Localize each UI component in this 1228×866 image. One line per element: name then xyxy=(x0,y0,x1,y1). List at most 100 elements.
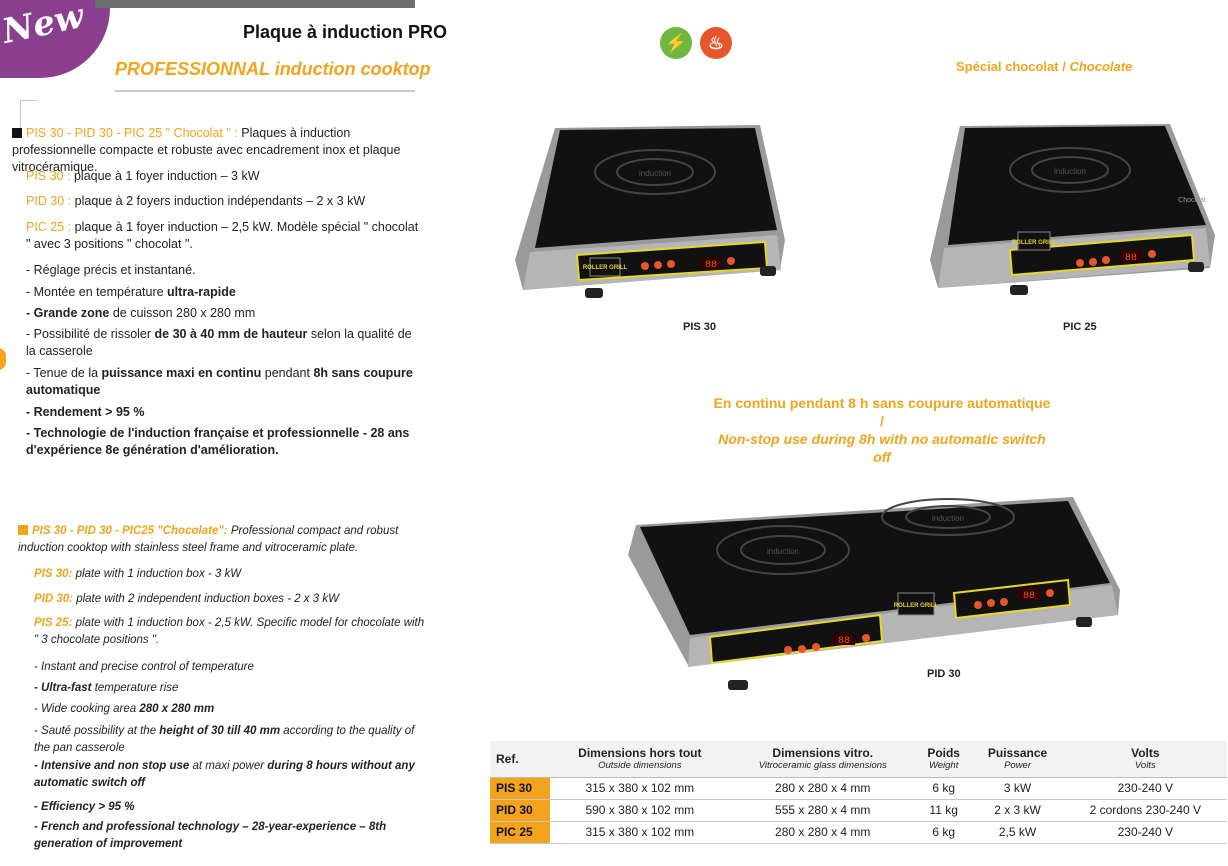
header-sub: Outside dimensions xyxy=(598,760,682,772)
heat-icon: ♨ xyxy=(700,27,732,59)
divider xyxy=(20,100,38,101)
caption-pid30: PID 30 xyxy=(927,668,961,680)
cell: 555 x 280 x 4 mm xyxy=(729,799,916,822)
header-sub: Vitroceramic glass dimensions xyxy=(758,760,887,772)
cell-ref: PIS 30 xyxy=(490,777,550,800)
cell-ref: PIC 25 xyxy=(490,821,550,844)
fr-bullet-bold: de 30 à 40 mm de hauteur xyxy=(154,327,308,341)
en-bullet: - Intensive and non stop use at maxi pow… xyxy=(34,758,429,792)
en-bullet: - Wide cooking area 280 x 280 mm xyxy=(34,701,429,718)
en-bullet-text: - Wide cooking area xyxy=(34,703,140,715)
en-pis25: PIS 25: plate with 1 induction box - 2,5… xyxy=(34,615,429,649)
en-bullet-bold: during 8 hours without any automatic swi… xyxy=(34,760,415,789)
en-intro-ref: PIS 30 - PID 30 - PIC25 "Chocolate": xyxy=(32,525,228,537)
fr-pis-ref: PIS 30 : xyxy=(26,169,71,183)
plate-label: induction xyxy=(1054,167,1086,176)
cell: 3 kW xyxy=(971,777,1064,800)
fr-intro-text: Plaques à induction professionnelle comp… xyxy=(12,126,401,174)
en-pid-text: plate with 2 independent induction boxes… xyxy=(76,593,339,605)
brand-logo: ROLLER GRILL xyxy=(583,265,628,271)
divider xyxy=(115,90,415,92)
page-title: Plaque à induction PRO xyxy=(243,22,448,42)
en-bullet-text: - Sauté possibility at the xyxy=(34,725,160,737)
fr-bullet-bold: ultra-rapide xyxy=(167,285,236,299)
en-pid: PID 30: plate with 2 independent inducti… xyxy=(34,591,429,608)
en-intro: PIS 30 - PID 30 - PIC25 "Chocolate": Pro… xyxy=(18,523,428,557)
bullet-square-icon xyxy=(12,128,22,138)
cell: 6 kg xyxy=(915,777,972,800)
cell: 315 x 380 x 102 mm xyxy=(550,821,730,844)
en-bullet-text: temperature rise xyxy=(91,682,179,694)
cell: 6 kg xyxy=(915,821,972,844)
pis30-cooktop-image: induction 88 ROLLER GRILL xyxy=(515,125,785,298)
divider xyxy=(20,100,21,128)
chocolate-title: Spécial chocolat / Chocolate xyxy=(956,59,1132,74)
fr-pid-ref: PID 30 : xyxy=(26,194,72,208)
en-pis25-text: plate with 1 induction box - 2,5 kW. Spe… xyxy=(34,617,425,646)
bullet-square-icon xyxy=(18,525,28,535)
header-main: Dimensions vitro. xyxy=(772,746,874,761)
fr-bullet-text: - Montée en température xyxy=(26,285,168,299)
display-digits: 88 xyxy=(838,636,850,647)
en-bullet-text: according to the quality of the pan cass… xyxy=(34,725,415,754)
chocolate-title-fr: Spécial chocolat / xyxy=(956,59,1070,74)
en-pid-ref: PID 30: xyxy=(34,593,73,605)
en-bullet: - Ultra-fast temperature rise xyxy=(34,680,429,697)
caption-pis30: PIS 30 xyxy=(683,321,717,333)
fr-bullet-bold: puissance maxi en continu xyxy=(101,366,262,380)
fr-bullet: - Tenue de la puissance maxi en continu … xyxy=(26,365,421,399)
header-main: Puissance xyxy=(987,746,1048,761)
page-tab-marker xyxy=(0,348,6,370)
cell: 280 x 280 x 4 mm xyxy=(729,777,916,800)
fr-bullet-bold: 8h sans coupure automatique xyxy=(26,366,413,397)
en-pis-text: plate with 1 induction box - 3 kW xyxy=(75,568,242,580)
fr-bullet: - Technologie de l'induction française e… xyxy=(26,426,410,457)
fr-bullet-text: - Possibilité de rissoler xyxy=(26,327,155,341)
cell: 2,5 kW xyxy=(971,821,1064,844)
en-bullet-bold: 280 x 280 mm xyxy=(139,703,215,715)
header-sub: Volts xyxy=(1134,760,1156,772)
en-bullet-bold: - Intensive and non stop use xyxy=(34,760,190,772)
en-pis: PIS 30: plate with 1 induction box - 3 k… xyxy=(34,566,429,583)
lightning-icon: ⚡ xyxy=(660,27,692,59)
caption-pic25: PIC 25 xyxy=(1063,321,1097,333)
fr-pid-text: plaque à 2 foyers induction indépendants… xyxy=(74,194,366,208)
fr-pic-text: plaque à 1 foyer induction – 2,5 kW. Mod… xyxy=(26,220,419,251)
fr-bullet-text: selon la qualité de la casserole xyxy=(26,327,412,358)
header-main: Dimensions hors tout xyxy=(578,746,702,761)
en-bullet: - Efficiency > 95 % xyxy=(34,799,429,816)
en-bullet-bold: height of 30 till 40 mm xyxy=(159,725,281,737)
cell: 230-240 V xyxy=(1063,821,1227,844)
en-pis25-ref: PIS 25: xyxy=(34,617,73,629)
header-sub: Power xyxy=(1004,760,1032,772)
fr-bullet: - Possibilité de rissoler de 30 à 40 mm … xyxy=(26,326,421,360)
cell-ref: PID 30 xyxy=(490,799,550,822)
fr-bullet: - Montée en température ultra-rapide xyxy=(26,284,421,301)
plate-label: induction xyxy=(639,169,671,178)
display-digits: 88 xyxy=(1125,253,1137,264)
fr-bullet-bold: - Grande zone xyxy=(26,306,110,320)
header-main: Volts xyxy=(1131,746,1160,761)
fr-bullet: - Réglage précis et instantané. xyxy=(26,263,196,277)
en-bullet: - Sauté possibility at the height of 30 … xyxy=(34,723,429,757)
nonstop-title-en: Non-stop use during 8h with no automatic… xyxy=(718,431,1046,465)
fr-bullet-text: de cuisson 280 x 280 mm xyxy=(109,306,256,320)
nonstop-title-fr: En continu pendant 8 h sans coupure auto… xyxy=(713,395,1051,429)
chocolat-label: Chocolat xyxy=(1178,197,1206,204)
table-row: PIS 30 315 x 380 x 102 mm 280 x 280 x 4 … xyxy=(490,777,1227,800)
pid30-cooktop-image: induction induction 88 ROLLER GRILL 88 xyxy=(628,497,1120,690)
table-row: PID 30 590 x 380 x 102 mm 555 x 280 x 4 … xyxy=(490,799,1227,822)
header-main: Ref. xyxy=(496,751,519,766)
fr-pic: PIC 25 : plaque à 1 foyer induction – 2,… xyxy=(26,219,421,253)
plate-label: induction xyxy=(932,514,964,523)
plate-label: induction xyxy=(767,547,799,556)
en-bullet-text: at maxi power xyxy=(189,760,268,772)
en-pis-ref: PIS 30: xyxy=(34,568,73,580)
brand-logo: ROLLER GRILL xyxy=(894,603,939,609)
fr-pis-text: plaque à 1 foyer induction – 3 kW xyxy=(73,169,260,183)
col-vitro-dims: Dimensions vitro.Vitroceramic glass dime… xyxy=(729,741,916,778)
